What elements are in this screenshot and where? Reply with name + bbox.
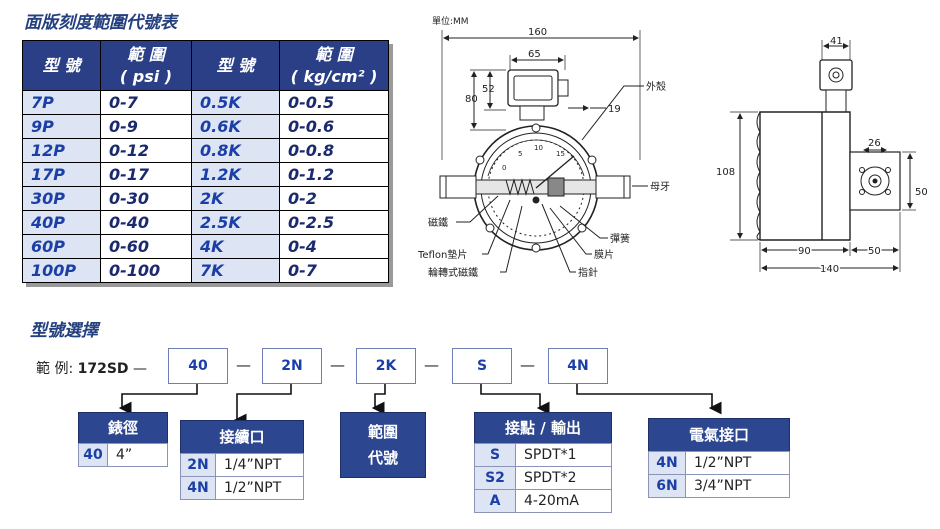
example-part-electrical: 4N (548, 348, 608, 384)
label-housing: 外殼 (646, 80, 666, 93)
label-pointer: 指針 (578, 266, 598, 279)
example-part-dial: 40 (168, 348, 228, 384)
example-part-contact: S (452, 348, 512, 384)
range-section-title: 面版刻度範圍代號表 (24, 13, 177, 33)
example-label: 範 例: 172SD — (36, 361, 148, 377)
dim-26: 26 (868, 138, 881, 149)
header-kg-model: 型 號 (191, 40, 280, 91)
label-female-thread: 母牙 (650, 181, 670, 193)
separator-dash: — (424, 356, 439, 374)
dimension-drawing: 單位:MM 160 65 52 80 19 外殼 (417, 15, 928, 279)
dim-52: 52 (482, 84, 495, 95)
label-magnet: 磁鐵 (428, 216, 448, 229)
dim-65: 65 (528, 49, 541, 60)
electrical-header: 電氣接口 (648, 418, 790, 452)
header-psi-range: 範 圍( psi ) (100, 40, 192, 91)
dim-50-vertical: 50 (915, 187, 928, 198)
header-kg-range: 範 圍( kg/cm² ) (279, 40, 389, 91)
dim-50-horizontal: 50 (868, 246, 881, 257)
dim-19: 19 (608, 104, 621, 115)
scale-15: 15 (556, 150, 565, 158)
scale-0: 0 (502, 164, 506, 172)
separator-dash: — (330, 356, 345, 374)
dim-41: 41 (830, 36, 843, 47)
connection-header: 接續口 (180, 420, 304, 454)
example-part-connection: 2N (262, 348, 322, 384)
dim-140: 140 (820, 264, 839, 275)
dial-size-header: 錶徑 (78, 412, 168, 444)
example-part-range: 2K (356, 348, 416, 384)
range-code-header: 範圍代號 (340, 412, 426, 478)
dim-160: 160 (528, 27, 547, 38)
dim-108: 108 (716, 167, 735, 178)
selection-title: 型號選擇 (30, 321, 98, 341)
scale-5: 5 (518, 150, 522, 158)
separator-dash: — (520, 356, 535, 374)
dim-80: 80 (465, 94, 478, 105)
scale-10: 10 (534, 144, 543, 152)
label-wheel-magnet: 輪轉式磁鐵 (428, 266, 478, 279)
dim-90: 90 (798, 246, 811, 257)
label-spring: 彈簧 (610, 232, 630, 245)
separator-dash: — (236, 356, 251, 374)
label-diaphragm: 膜片 (594, 248, 614, 261)
unit-note: 單位:MM (432, 15, 469, 27)
header-psi-model: 型 號 (22, 40, 101, 91)
label-teflon: Teflon墊片 (417, 248, 467, 261)
contact-output-header: 接點 / 輸出 (474, 412, 612, 444)
selection-connectors (118, 384, 722, 420)
